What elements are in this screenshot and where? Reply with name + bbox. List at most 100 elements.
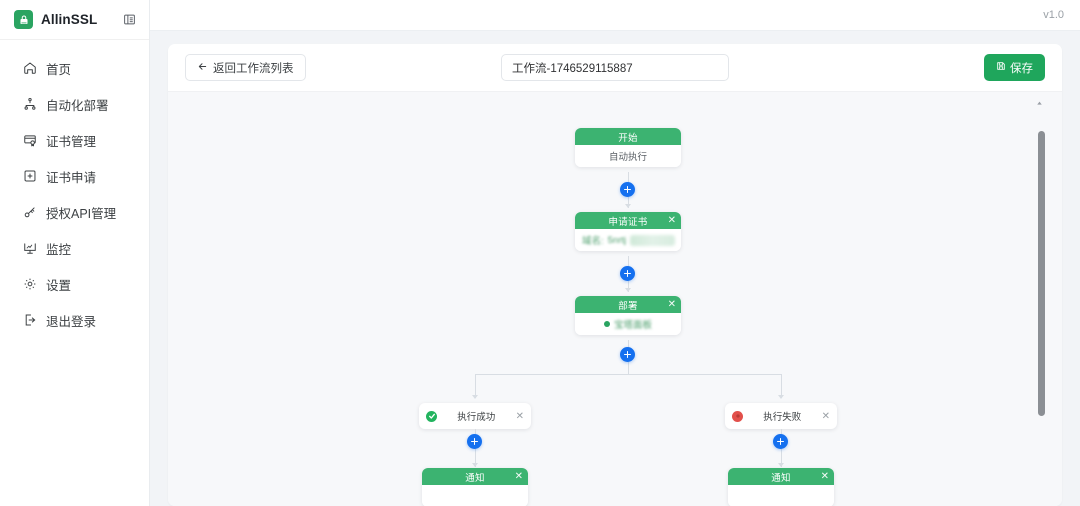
sidebar: AllinSSL 首页	[0, 0, 150, 506]
node-start-title: 开始	[618, 132, 638, 144]
node-branch-success[interactable]: 执行成功 ✕	[419, 403, 531, 429]
sidebar-item-label: 授权API管理	[46, 206, 117, 221]
node-notify-fail-header: 通知 ✕	[728, 468, 834, 485]
edge-split-horizontal	[475, 374, 782, 375]
save-icon	[996, 61, 1006, 74]
edge-arrow-right	[777, 395, 784, 399]
add-node-button-1[interactable]	[620, 182, 635, 197]
node-apply-domain-label: 域名:	[582, 236, 604, 247]
close-icon[interactable]: ✕	[820, 470, 829, 482]
success-check-icon	[426, 410, 437, 422]
node-apply-title: 申请证书	[608, 216, 648, 228]
redacted-domain-block	[630, 234, 675, 246]
gear-icon	[22, 277, 37, 292]
green-dot-icon	[603, 321, 610, 327]
monitor-icon	[22, 241, 37, 256]
edge-arrow-4	[777, 463, 784, 467]
save-button[interactable]: 保存	[984, 54, 1045, 81]
edge-arrow-3	[471, 463, 478, 467]
node-deploy-title: 部署	[618, 300, 638, 312]
main-area: v1.0 返回工作流列表	[150, 0, 1080, 506]
node-start-body: 自动执行	[575, 145, 681, 167]
edge-arrow-2	[624, 288, 631, 292]
add-node-button-3[interactable]	[620, 347, 635, 362]
sidebar-item-label: 首页	[46, 62, 72, 77]
close-icon[interactable]: ✕	[821, 410, 830, 422]
sidebar-item-label: 监控	[46, 242, 72, 257]
brand-name: AllinSSL	[41, 12, 98, 27]
node-apply-certificate[interactable]: 申请证书 ✕ 域名: 5nrtj	[575, 212, 681, 251]
add-node-button-4[interactable]	[467, 434, 482, 449]
node-notify-success-header: 通知 ✕	[422, 468, 528, 485]
node-deploy[interactable]: 部署 ✕ 宝塔面板	[575, 296, 681, 335]
node-apply-body: 域名: 5nrtj	[575, 229, 681, 251]
sidebar-item-label: 退出登录	[46, 314, 97, 329]
back-button-label: 返回工作流列表	[213, 62, 294, 75]
arrow-left-icon	[197, 61, 208, 75]
sidebar-item-auto-deploy[interactable]: 自动化部署	[0, 86, 149, 122]
node-branch-fail[interactable]: 执行失败 ✕	[725, 403, 837, 429]
top-bar: v1.0	[150, 0, 1080, 31]
scroll-up-button[interactable]	[1034, 98, 1045, 109]
certificate-icon	[22, 133, 37, 148]
close-icon[interactable]: ✕	[515, 410, 524, 422]
node-apply-header: 申请证书 ✕	[575, 212, 681, 229]
node-deploy-body: 宝塔面板	[575, 313, 681, 335]
node-notify-fail[interactable]: 通知 ✕	[728, 468, 834, 506]
edge-arrow-1	[624, 204, 631, 208]
add-node-button-2[interactable]	[620, 266, 635, 281]
back-to-workflow-list-button[interactable]: 返回工作流列表	[185, 54, 306, 81]
close-icon[interactable]: ✕	[514, 470, 523, 482]
branch-success-label: 执行成功	[457, 412, 496, 423]
node-start[interactable]: 开始 自动执行	[575, 128, 681, 167]
sidebar-item-label: 证书申请	[46, 170, 97, 185]
flow-graph: 开始 自动执行 申请证书	[168, 92, 1062, 506]
edge-branch-left-drop	[475, 374, 476, 398]
brand-header: AllinSSL	[0, 0, 149, 40]
branch-fail-label: 执行失败	[763, 412, 802, 423]
sidebar-item-api-auth[interactable]: 授权API管理	[0, 194, 149, 230]
menu-fold-icon[interactable]	[121, 12, 137, 28]
sidebar-item-home[interactable]: 首页	[0, 50, 149, 86]
node-notify-fail-title: 通知	[771, 472, 791, 484]
plus-square-icon	[22, 169, 37, 184]
node-notify-success-title: 通知	[465, 472, 485, 484]
sidebar-item-cert-apply[interactable]: 证书申请	[0, 158, 149, 194]
edge-branch-right-drop	[781, 374, 782, 398]
workflow-card: 返回工作流列表 保存	[168, 44, 1062, 506]
canvas-surface[interactable]: 开始 自动执行 申请证书	[168, 92, 1062, 506]
edge-arrow-left	[471, 395, 478, 399]
close-icon[interactable]: ✕	[667, 298, 676, 310]
node-deploy-target: 宝塔面板	[613, 320, 652, 331]
close-icon[interactable]: ✕	[667, 214, 676, 226]
node-notify-fail-body	[728, 485, 834, 506]
workflow-toolbar: 返回工作流列表 保存	[168, 44, 1062, 91]
sidebar-item-label: 设置	[46, 278, 72, 293]
workflow-canvas[interactable]: 开始 自动执行 申请证书	[168, 91, 1062, 506]
node-notify-success[interactable]: 通知 ✕	[422, 468, 528, 506]
sidebar-item-logout[interactable]: 退出登录	[0, 302, 149, 338]
workflow-name-input[interactable]	[501, 54, 729, 81]
add-node-button-5[interactable]	[773, 434, 788, 449]
save-button-label: 保存	[1010, 62, 1033, 75]
home-icon	[22, 61, 37, 76]
canvas-scrollbar-thumb[interactable]	[1038, 131, 1045, 416]
error-circle-icon	[732, 410, 743, 422]
logout-icon	[22, 313, 37, 328]
sidebar-item-settings[interactable]: 设置	[0, 266, 149, 302]
node-notify-success-body	[422, 485, 528, 506]
sidebar-item-label: 证书管理	[46, 134, 97, 149]
node-start-body-text: 自动执行	[608, 152, 647, 163]
node-deploy-header: 部署 ✕	[575, 296, 681, 313]
canvas-scrollbar-track[interactable]	[1038, 127, 1045, 506]
sidebar-item-label: 自动化部署	[46, 98, 109, 113]
key-icon	[22, 205, 37, 220]
lock-shield-icon	[14, 10, 33, 29]
node-start-header: 开始	[575, 128, 681, 145]
sitemap-icon	[22, 97, 37, 112]
sidebar-item-cert-manage[interactable]: 证书管理	[0, 122, 149, 158]
sidebar-item-monitor[interactable]: 监控	[0, 230, 149, 266]
sidebar-nav: 首页 自动化部署	[0, 40, 149, 338]
node-apply-domain-value: 5nrtj	[607, 234, 627, 246]
